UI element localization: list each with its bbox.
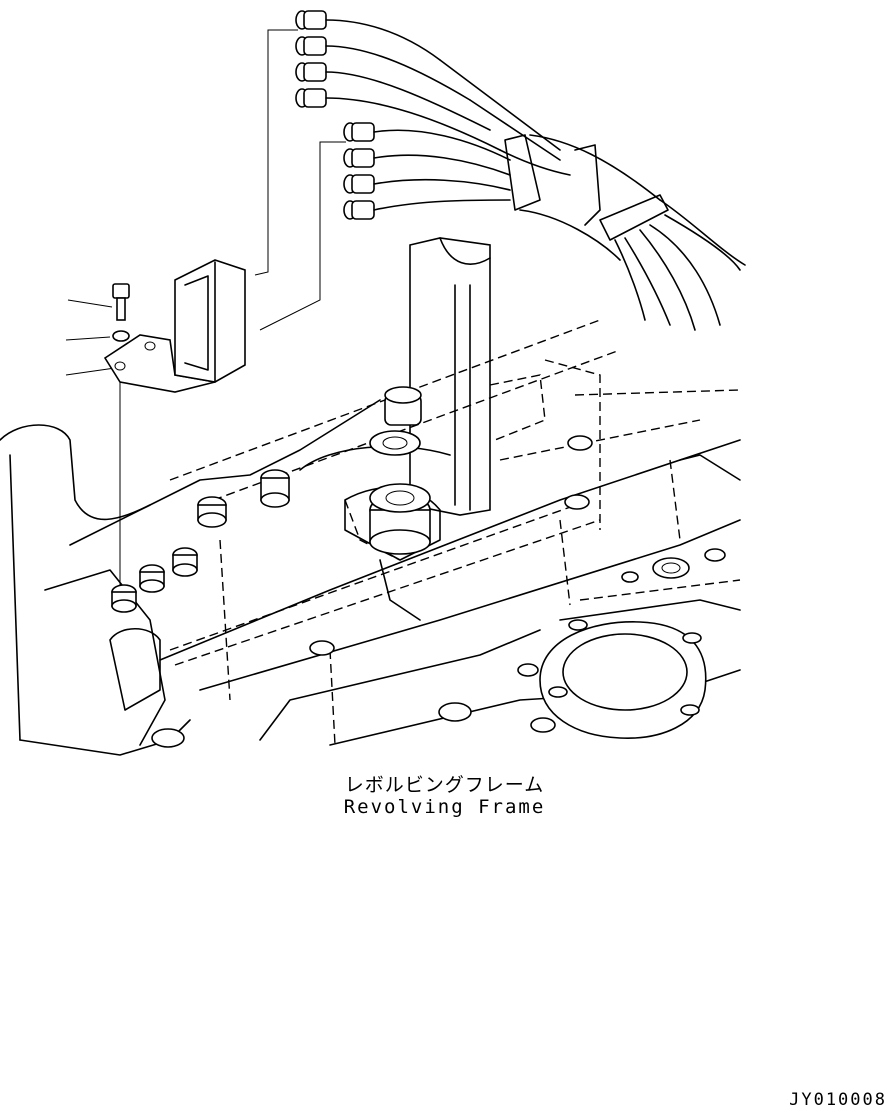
connector bbox=[343, 174, 511, 194]
boss bbox=[369, 483, 431, 555]
connector-group-lower bbox=[343, 122, 511, 220]
mounting-bracket bbox=[103, 259, 246, 393]
boss bbox=[260, 469, 290, 508]
bosses bbox=[111, 386, 593, 748]
boss bbox=[139, 564, 165, 593]
connector bbox=[295, 62, 491, 131]
boss bbox=[309, 640, 335, 656]
bolt bbox=[112, 283, 130, 321]
boss bbox=[172, 547, 198, 577]
ring-flange bbox=[517, 548, 726, 739]
boss bbox=[564, 494, 590, 510]
figure-code: JY010008 bbox=[789, 1090, 887, 1110]
connector bbox=[343, 148, 511, 176]
washer bbox=[112, 330, 130, 342]
boss bbox=[384, 386, 422, 426]
connector bbox=[343, 199, 511, 220]
boss bbox=[151, 728, 185, 748]
hidden-lines bbox=[169, 319, 741, 746]
harness-bundle bbox=[439, 59, 746, 331]
boss bbox=[567, 435, 593, 451]
connector bbox=[295, 88, 501, 151]
boss bbox=[197, 496, 227, 528]
connector-group-upper bbox=[295, 10, 501, 151]
boss bbox=[369, 430, 421, 456]
leader-lines bbox=[65, 29, 346, 590]
frame-label-english: Revolving Frame bbox=[343, 796, 546, 818]
parts-diagram bbox=[0, 10, 746, 756]
frame-label-japanese: レボルビングフレーム bbox=[344, 774, 545, 796]
boss bbox=[111, 584, 137, 613]
boss bbox=[438, 702, 472, 722]
connector bbox=[295, 10, 441, 61]
connector bbox=[343, 122, 511, 161]
connector bbox=[295, 36, 471, 101]
